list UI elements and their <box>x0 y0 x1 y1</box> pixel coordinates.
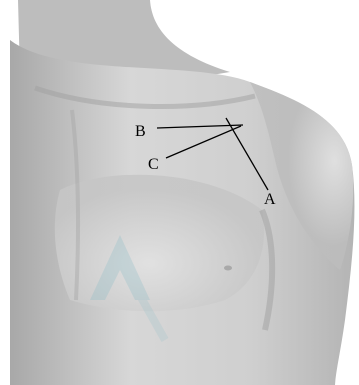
label-a: A <box>264 192 276 208</box>
label-b: B <box>135 124 146 140</box>
nipple-shape <box>224 266 232 271</box>
pectoral-shape <box>55 175 264 312</box>
label-c: C <box>148 157 159 173</box>
